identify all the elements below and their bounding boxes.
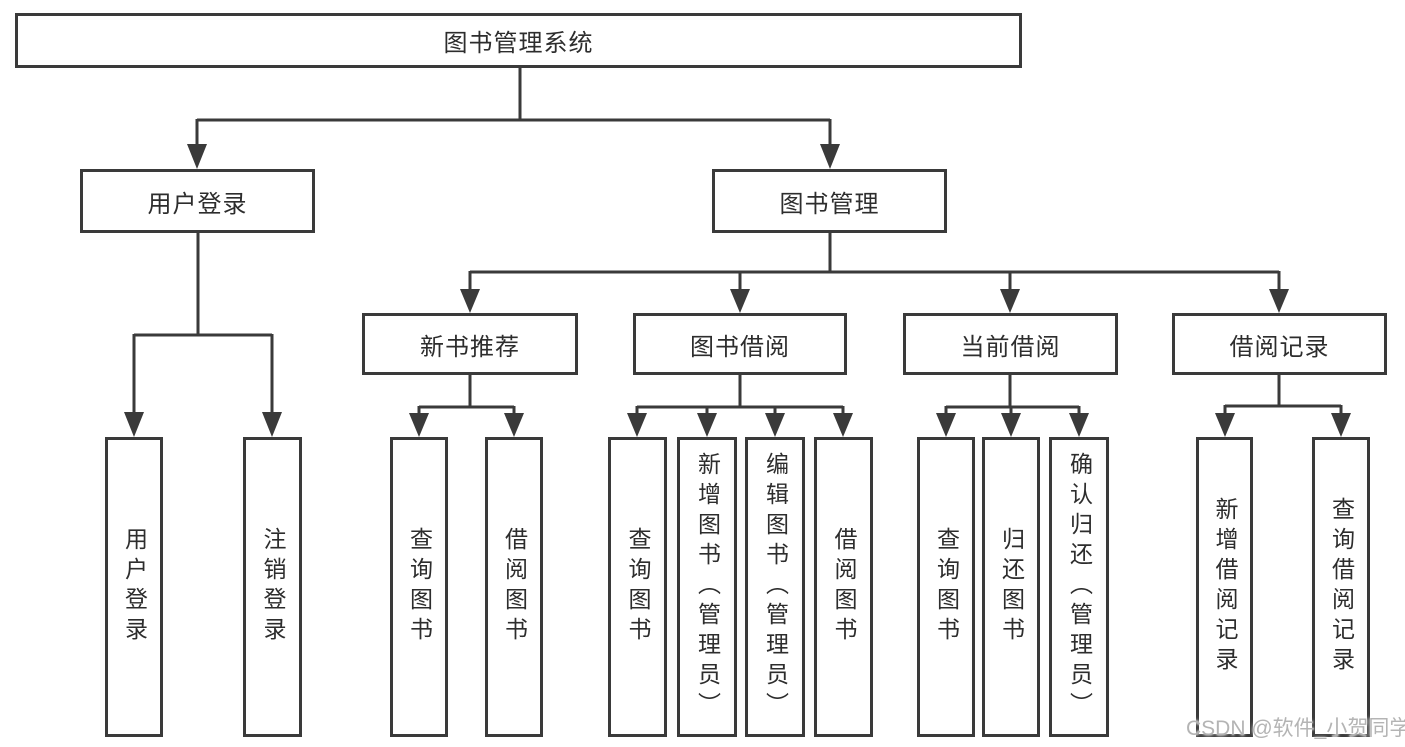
arrowheads [124, 144, 1351, 437]
node-user-login: 用户登录 [80, 169, 315, 233]
leaf-query-books-current: 查询图书 [917, 437, 975, 737]
leaf-query-borrow-record: 查询借阅记录 [1312, 437, 1370, 737]
leaf-user-login: 用户登录 [105, 437, 163, 737]
node-book-management: 图书管理 [712, 169, 947, 233]
node-borrow-records: 借阅记录 [1172, 313, 1387, 375]
node-current-borrow: 当前借阅 [903, 313, 1118, 375]
leaf-borrow-books: 借阅图书 [814, 437, 873, 737]
node-library-system: 图书管理系统 [15, 13, 1022, 68]
leaf-borrow-books-recommend: 借阅图书 [485, 437, 543, 737]
leaf-add-borrow-record: 新增借阅记录 [1196, 437, 1253, 737]
leaf-add-books-admin: 新增图书（管理员） [677, 437, 737, 737]
node-new-book-recommend: 新书推荐 [362, 313, 578, 375]
leaf-query-books-borrow: 查询图书 [608, 437, 667, 737]
csdn-watermark: CSDN @软件_小贺同学 [1186, 717, 1405, 740]
leaf-logout: 注销登录 [243, 437, 302, 737]
leaf-edit-books-admin: 编辑图书（管理员） [745, 437, 805, 737]
leaf-confirm-return-admin: 确认归还（管理员） [1049, 437, 1109, 737]
leaf-return-books: 归还图书 [982, 437, 1040, 737]
node-book-borrow: 图书借阅 [633, 313, 847, 375]
leaf-query-books-recommend: 查询图书 [390, 437, 448, 737]
